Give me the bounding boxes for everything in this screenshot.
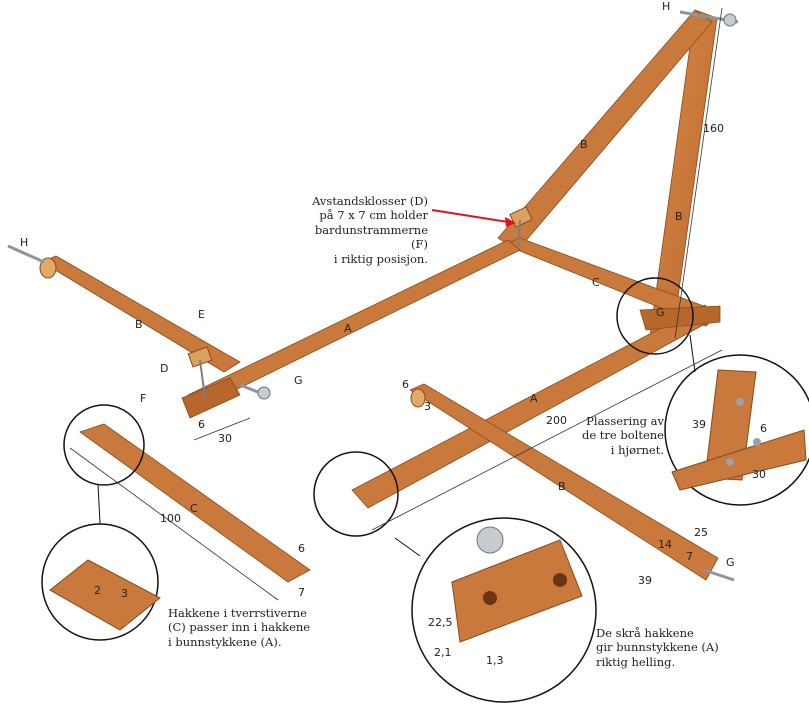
note-spacers-line-2: på 7 x 7 cm holder xyxy=(319,208,428,223)
dim-6-a: 6 xyxy=(402,378,409,391)
end-grain xyxy=(410,388,426,408)
label-b-upright: B xyxy=(675,210,683,223)
label-b-front: B xyxy=(558,480,566,493)
note-spacers-line-3: bardunstrammerne (F) xyxy=(314,222,428,252)
note-bolts: Plassering av de tre boltene i hjørnet. xyxy=(568,414,664,457)
label-g-front: G xyxy=(726,556,735,569)
dim-39-b: 39 xyxy=(638,574,652,587)
note-spacers: Avstandsklosser (D) på 7 x 7 cm holder b… xyxy=(300,194,428,266)
label-a-long: A xyxy=(344,322,352,335)
bolt-h-left xyxy=(7,244,45,264)
detail-c-piece xyxy=(49,559,161,631)
label-e: E xyxy=(198,308,205,321)
spacer-d-left xyxy=(187,346,213,368)
tensioner-f-left xyxy=(199,359,206,399)
bolt-icon xyxy=(753,438,761,446)
end-grain xyxy=(39,257,57,279)
detail-circle-notch-c xyxy=(63,404,145,486)
label-d: D xyxy=(160,362,168,375)
leader-line xyxy=(689,334,696,373)
beam-c-front xyxy=(79,423,311,583)
dim-6-corner: 6 xyxy=(760,422,767,435)
dim-7-b: 7 xyxy=(686,550,693,563)
label-b-diagonal: B xyxy=(580,138,588,151)
dim-7-c: 7 xyxy=(298,586,305,599)
note-notch-c-line-3: i bunnstykkene (A). xyxy=(168,634,282,649)
beam-b-left xyxy=(41,255,241,373)
note-notch-c-line-1: Hakkene i tverrstiverne xyxy=(168,606,307,620)
note-bolts-line-1: Plassering av xyxy=(586,414,664,428)
arrow-head-icon xyxy=(505,217,516,227)
note-slant-line-3: riktig helling. xyxy=(596,654,676,669)
detail-circle-corner xyxy=(616,277,694,355)
dim-160: 160 xyxy=(703,122,724,135)
dim-2: 2 xyxy=(94,584,101,597)
dim-22-5: 22,5 xyxy=(428,616,453,629)
washer-icon xyxy=(723,13,737,27)
label-c-back: C xyxy=(592,276,600,289)
dim-line-160 xyxy=(674,7,723,339)
label-b-left: B xyxy=(135,318,143,331)
bolt-g-front xyxy=(703,568,735,582)
foot-left xyxy=(181,377,241,419)
foot-right xyxy=(639,305,721,331)
detail-a-piece xyxy=(451,539,583,643)
dim-25: 25 xyxy=(694,526,708,539)
note-slant-line-1: De skrå hakkene xyxy=(596,626,694,640)
detail-circle-notch-a xyxy=(313,451,399,537)
dim-100: 100 xyxy=(160,512,181,525)
dim-3-a: 3 xyxy=(424,400,431,413)
bolt-icon xyxy=(726,458,734,466)
note-notch-c: Hakkene i tverrstiverne (C) passer inn i… xyxy=(168,606,336,649)
note-bolts-line-3: i hjørnet. xyxy=(610,442,664,457)
dim-line-30 xyxy=(193,417,251,441)
dim-30-corner: 30 xyxy=(752,468,766,481)
dim-39-corner: 39 xyxy=(692,418,706,431)
dim-1-3: 1,3 xyxy=(486,654,504,667)
dim-6: 6 xyxy=(198,418,205,431)
label-f: F xyxy=(140,392,146,405)
note-slant-line-2: gir bunnstykkene (A) xyxy=(596,640,719,655)
label-h-top: H xyxy=(662,0,670,13)
dim-30: 30 xyxy=(218,432,232,445)
tensioner-f-upper xyxy=(517,219,521,247)
label-g-left: G xyxy=(294,374,303,387)
dim-3: 3 xyxy=(121,587,128,600)
spacer-d-upper xyxy=(509,206,533,228)
note-spacers-line-1: Avstandsklosser (D) xyxy=(312,194,428,208)
dim-6-c: 6 xyxy=(298,542,305,555)
label-g-corner: G xyxy=(656,306,665,319)
label-c-front: C xyxy=(190,502,198,515)
note-notch-c-line-2: (C) passer inn i hakkene xyxy=(168,620,311,635)
note-slant: De skrå hakkene gir bunnstykkene (A) rik… xyxy=(596,626,736,669)
leader-line xyxy=(394,537,421,557)
washer-icon xyxy=(476,526,504,554)
bolt-icon xyxy=(736,398,744,406)
beam-b-front xyxy=(409,383,719,581)
dim-2-1: 2,1 xyxy=(434,646,452,659)
bolt-hole-icon xyxy=(553,573,567,587)
note-spacers-line-4: i riktig posisjon. xyxy=(333,251,428,266)
washer-icon xyxy=(257,386,271,400)
label-a-front: A xyxy=(530,392,538,405)
bolt-hole-icon xyxy=(483,591,497,605)
dim-line-200 xyxy=(371,349,723,531)
note-bolts-line-2: de tre boltene xyxy=(581,428,664,443)
dim-14: 14 xyxy=(658,538,672,551)
leader-line xyxy=(97,483,101,525)
arrow-pointer xyxy=(431,209,509,223)
dim-200: 200 xyxy=(546,414,567,427)
beam-a-front xyxy=(351,304,717,509)
label-h-left: H xyxy=(20,236,28,249)
dim-line-100 xyxy=(69,447,279,601)
